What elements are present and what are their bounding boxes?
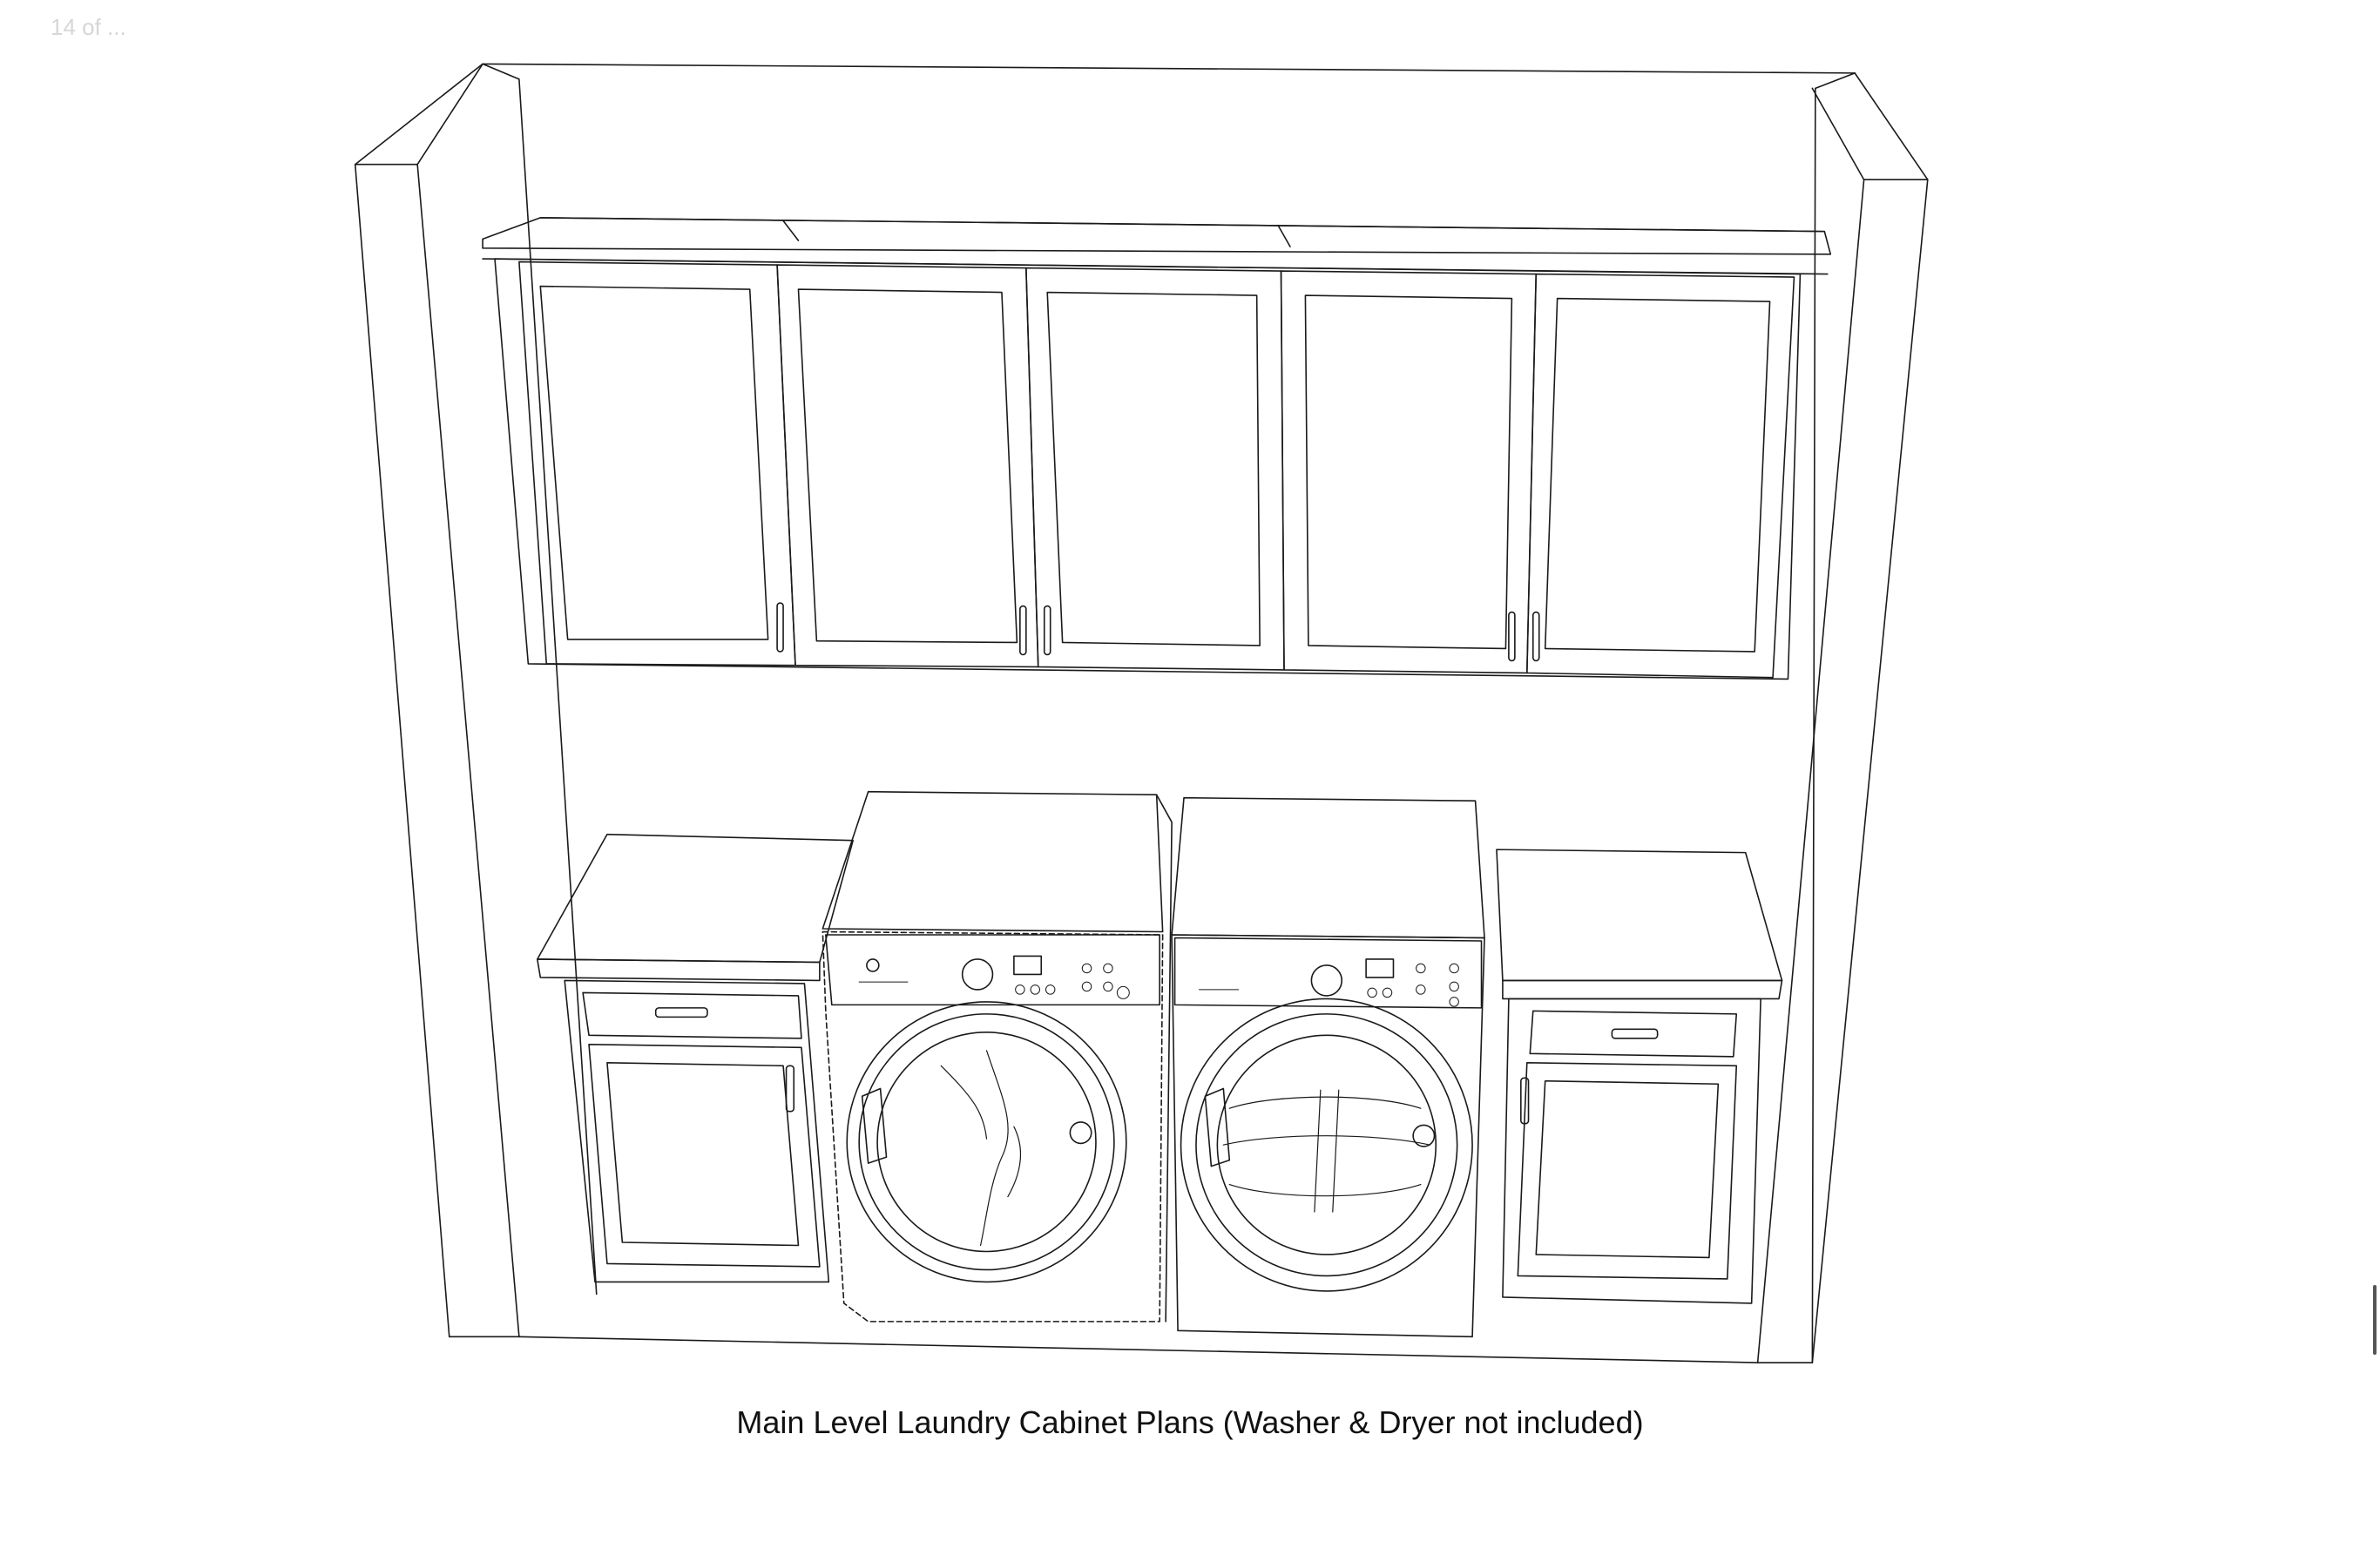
right-wall-outer-edge bbox=[1812, 179, 1927, 1363]
dryer-control-panel bbox=[1175, 937, 1482, 1007]
washer-door-hinge bbox=[862, 1089, 887, 1164]
door-handle bbox=[1020, 606, 1026, 655]
washer-buttons bbox=[1016, 964, 1130, 998]
washer-side bbox=[1157, 795, 1172, 1322]
washer-door-rim bbox=[859, 1014, 1114, 1270]
cabinet-top-crown bbox=[483, 218, 1830, 254]
cabinet-box bbox=[495, 259, 1800, 679]
washer-top bbox=[822, 792, 1162, 932]
washer-body bbox=[822, 932, 1162, 1322]
right-base-cabinet bbox=[1497, 849, 1782, 1303]
dryer-door-latch bbox=[1413, 1125, 1434, 1146]
left-base-cabinet bbox=[538, 835, 853, 1282]
drawer-handle bbox=[1612, 1029, 1657, 1038]
dryer-dial bbox=[1311, 965, 1342, 996]
dryer-door-hinge bbox=[1205, 1089, 1229, 1167]
right-wall-front-face bbox=[1812, 73, 1927, 179]
dryer-body bbox=[1172, 935, 1484, 1336]
cabinet-seam-2 bbox=[1278, 226, 1290, 247]
washer-dial bbox=[963, 959, 993, 990]
left-drawer bbox=[583, 992, 801, 1038]
left-wall bbox=[355, 64, 597, 1294]
wall-cabinet-door-3 bbox=[1026, 268, 1284, 670]
left-wall-front-face bbox=[355, 165, 519, 1337]
washer bbox=[822, 792, 1172, 1322]
washer-door-latch bbox=[1070, 1122, 1091, 1143]
door-handle bbox=[1521, 1078, 1529, 1123]
right-cabinet-body bbox=[1503, 998, 1761, 1303]
left-wall-outer-edge bbox=[355, 165, 450, 1337]
dryer-top bbox=[1172, 798, 1484, 938]
dryer bbox=[1172, 798, 1484, 1337]
washer-door-outer bbox=[847, 1002, 1126, 1282]
right-countertop-edge bbox=[1503, 980, 1782, 998]
washer-brand-logo bbox=[867, 959, 879, 971]
wall-cabinet-door-2 bbox=[777, 265, 1038, 666]
right-wall bbox=[1812, 73, 1855, 1363]
back-wall-top-edge bbox=[483, 64, 1855, 72]
wall-cabinets bbox=[483, 218, 1830, 680]
door-handle bbox=[1045, 606, 1051, 655]
room-enclosure bbox=[355, 64, 1928, 1363]
washer-control-panel bbox=[826, 935, 1160, 1005]
floor-line bbox=[519, 1336, 1758, 1363]
dryer-door-outer bbox=[1181, 998, 1473, 1291]
right-door bbox=[1518, 1063, 1736, 1279]
dryer-drum-baffles bbox=[1223, 1090, 1430, 1212]
door-handle bbox=[1509, 612, 1515, 661]
wall-cabinet-door-1 bbox=[519, 262, 795, 666]
dryer-buttons bbox=[1368, 964, 1459, 1006]
washer-display bbox=[1014, 956, 1041, 974]
dryer-door-rim bbox=[1196, 1014, 1457, 1276]
left-door bbox=[589, 1045, 820, 1267]
washer-drum-detail bbox=[941, 1051, 1020, 1246]
left-door-panel bbox=[607, 1063, 799, 1246]
door-handle bbox=[777, 603, 783, 652]
wall-cabinet-door-4 bbox=[1281, 271, 1537, 673]
door-handle bbox=[1533, 612, 1539, 661]
wall-cabinet-door-5 bbox=[1527, 274, 1795, 678]
left-wall-inner-edge bbox=[417, 64, 483, 164]
left-cabinet-body bbox=[565, 980, 828, 1282]
scroll-indicator[interactable] bbox=[2373, 1285, 2377, 1355]
dryer-display bbox=[1366, 959, 1393, 978]
drawer-handle bbox=[656, 1008, 707, 1017]
drawing-caption: Main Level Laundry Cabinet Plans (Washer… bbox=[736, 1404, 1644, 1440]
dryer-door-glass bbox=[1217, 1035, 1436, 1255]
left-countertop-edge bbox=[538, 959, 820, 980]
left-countertop bbox=[538, 835, 853, 963]
page-label: 14 of ... bbox=[51, 14, 126, 40]
right-wall-inner-edge bbox=[1758, 179, 1864, 1363]
right-countertop bbox=[1497, 849, 1782, 980]
cabinet-seam-1 bbox=[783, 220, 798, 240]
door-handle bbox=[787, 1066, 794, 1111]
right-door-panel bbox=[1536, 1081, 1718, 1258]
washer-door-glass bbox=[877, 1032, 1096, 1252]
right-drawer bbox=[1530, 1011, 1736, 1056]
